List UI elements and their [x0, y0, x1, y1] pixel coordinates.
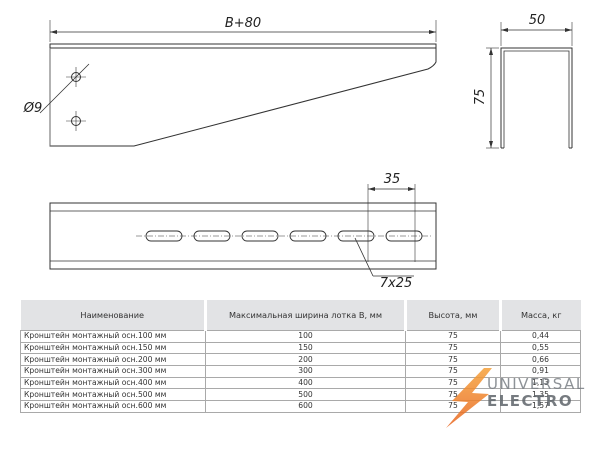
- cell-height: 75: [405, 365, 501, 378]
- technical-drawing: B+80 Ø9 50 75 35 7x25: [23, 13, 573, 291]
- cell-height: 75: [405, 388, 501, 402]
- cell-height: 75: [405, 353, 501, 367]
- cell-height: 75: [405, 377, 501, 390]
- cell-name: Кронштейн монтажный осн.100 мм: [20, 330, 206, 343]
- table-row: Кронштейн монтажный осн.150 мм 150 75 0,…: [20, 342, 581, 355]
- table-header-row: Наименование Максимальная ширина лотка B…: [20, 300, 581, 331]
- table-row: Кронштейн монтажный осн.200 мм 200 75 0,…: [20, 353, 581, 367]
- table-row: Кронштейн монтажный осн.600 мм 600 75 1,…: [20, 400, 581, 413]
- cell-height: 75: [405, 330, 501, 343]
- hole-leader-line: [39, 63, 90, 114]
- cell-height: 75: [405, 400, 501, 413]
- cell-mass: 1,13: [500, 377, 581, 390]
- cell-name: Кронштейн монтажный осн.400 мм: [20, 377, 206, 390]
- header-mass: Масса, кг: [499, 300, 581, 331]
- cell-width: 100: [205, 330, 406, 343]
- slot: [289, 230, 327, 242]
- slot-leader-line: [354, 237, 374, 277]
- pitch-dimension-label: 35: [384, 172, 401, 187]
- hole-diameter-label: Ø9: [23, 101, 43, 116]
- depth-dimension-label: 50: [529, 13, 546, 28]
- cell-mass: 1,35: [500, 388, 581, 402]
- cell-mass: 0,91: [500, 365, 581, 378]
- u-profile-outline: [500, 47, 573, 148]
- cell-height: 75: [405, 342, 501, 355]
- table-row: Кронштейн монтажный осн.400 мм 400 75 1,…: [20, 377, 581, 390]
- slot: [145, 230, 183, 242]
- cell-mass: 0,55: [500, 342, 581, 355]
- cell-mass: 0,66: [500, 353, 581, 367]
- table-row: Кронштейн монтажный осн.500 мм 500 75 1,…: [20, 388, 581, 402]
- cell-name: Кронштейн монтажный осн.150 мм: [20, 342, 206, 355]
- cell-mass: 0,44: [500, 330, 581, 343]
- cell-width: 400: [205, 377, 406, 390]
- cell-name: Кронштейн монтажный осн.500 мм: [20, 388, 206, 402]
- table-row: Кронштейн монтажный осн.100 мм 100 75 0,…: [20, 330, 581, 343]
- slot: [193, 230, 231, 242]
- header-name: Наименование: [20, 300, 206, 331]
- cell-name: Кронштейн монтажный осн.600 мм: [20, 400, 206, 413]
- slot-size-label: 7x25: [380, 276, 413, 291]
- cell-width: 500: [205, 388, 406, 402]
- cell-mass: 1,57: [500, 400, 581, 413]
- cell-width: 150: [205, 342, 406, 355]
- table-row: Кронштейн монтажный осн.300 мм 300 75 0,…: [20, 365, 581, 378]
- top-view-outline: [49, 202, 437, 270]
- header-max-width: Максимальная ширина лотка B, мм: [204, 300, 406, 331]
- cell-name: Кронштейн монтажный осн.200 мм: [20, 353, 206, 367]
- height-dimension-label: 75: [473, 89, 488, 106]
- cell-name: Кронштейн монтажный осн.300 мм: [20, 365, 206, 378]
- specification-table: Наименование Максимальная ширина лотка B…: [20, 300, 581, 413]
- cell-width: 600: [205, 400, 406, 413]
- cell-width: 200: [205, 353, 406, 367]
- header-height: Высота, мм: [404, 300, 501, 331]
- width-dimension-label: B+80: [225, 16, 261, 31]
- cell-width: 300: [205, 365, 406, 378]
- side-view-outline: [49, 43, 437, 147]
- slot: [385, 230, 423, 242]
- slot: [241, 230, 279, 242]
